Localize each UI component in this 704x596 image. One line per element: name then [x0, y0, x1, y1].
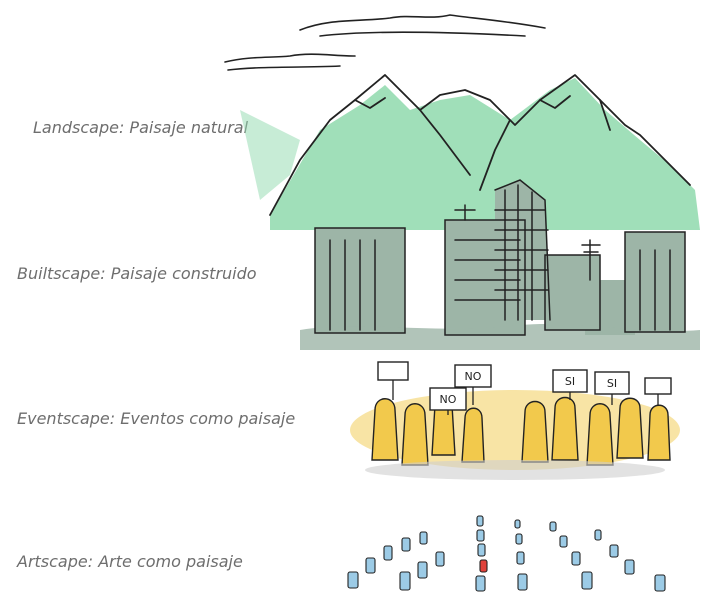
crowd-sketch: NO NO SI SI — [350, 361, 680, 480]
landscape-label: Landscape: Paisaje natural — [33, 118, 249, 137]
buildings-sketch — [300, 179, 700, 350]
mountains-sketch — [240, 74, 700, 230]
sign-text-1: NO — [465, 370, 482, 383]
art-sketch — [347, 515, 666, 592]
sign-text-3: SI — [565, 375, 575, 388]
cloud-sketch — [224, 14, 546, 71]
sign-text-4: SI — [607, 377, 617, 390]
eventscape-label: Eventscape: Eventos como paisaje — [17, 409, 296, 428]
artscape-label: Artscape: Arte como paisaje — [17, 552, 243, 571]
builtscape-label: Builtscape: Paisaje construido — [17, 264, 257, 283]
sign-text-2: NO — [440, 393, 457, 406]
